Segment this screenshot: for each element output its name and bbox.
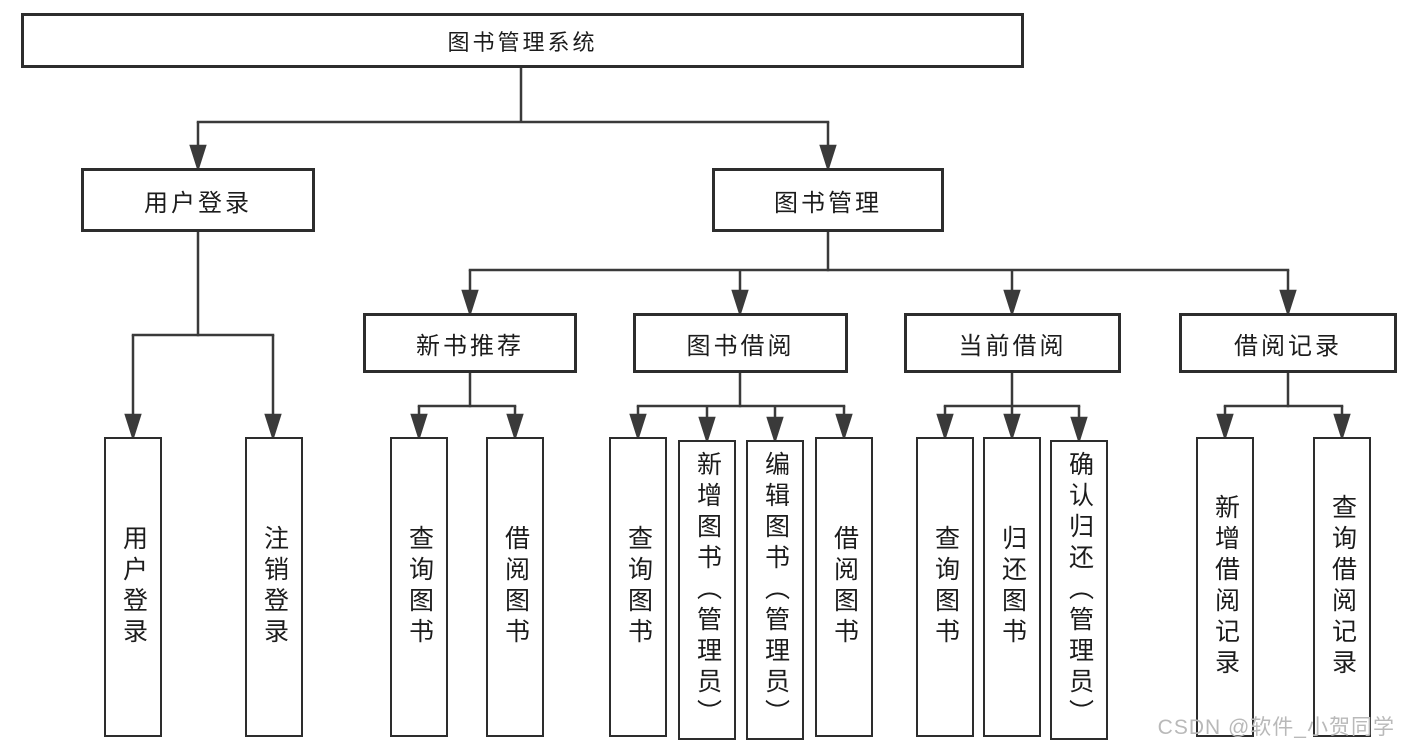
leaf-query-book-current: 查询图书 xyxy=(916,437,974,737)
edges-borrow-record xyxy=(1216,371,1351,442)
leaf-logout: 注销登录 xyxy=(245,437,303,737)
leaf-query-borrow-record: 查询借阅记录 xyxy=(1313,437,1371,737)
node-label: 新书推荐 xyxy=(416,332,524,360)
edges-user-login xyxy=(124,230,282,442)
node-label: 查询图书 xyxy=(405,525,434,649)
node-label: 用户登录 xyxy=(119,525,148,649)
edges-root xyxy=(189,68,837,173)
node-label: 图书借阅 xyxy=(686,332,795,360)
node-current-borrow: 当前借阅 xyxy=(904,313,1121,373)
edges-current-borrow xyxy=(936,371,1088,445)
node-label: 图书管理系统 xyxy=(447,29,598,55)
node-label: 用户登录 xyxy=(144,189,252,217)
node-label: 编辑图书（管理员） xyxy=(761,450,790,730)
node-label: 归还图书 xyxy=(998,525,1027,649)
node-label: 新增图书（管理员） xyxy=(693,450,722,730)
leaf-edit-book-admin: 编辑图书（管理员） xyxy=(746,440,804,740)
leaf-borrow-book-recommend: 借阅图书 xyxy=(486,437,544,737)
leaf-user-login: 用户登录 xyxy=(104,437,162,737)
node-user-login: 用户登录 xyxy=(81,168,315,232)
csdn-watermark: CSDN @软件_小贺同学 xyxy=(1157,716,1395,739)
node-label: 查询图书 xyxy=(624,525,653,649)
node-label: 新增借阅记录 xyxy=(1211,494,1240,680)
node-label: 确认归还（管理员） xyxy=(1065,450,1094,730)
edges-book-management xyxy=(461,230,1297,318)
leaf-borrow-book: 借阅图书 xyxy=(815,437,873,737)
node-label: 借阅记录 xyxy=(1234,332,1342,360)
node-book-borrow: 图书借阅 xyxy=(633,313,848,373)
leaf-confirm-return-admin: 确认归还（管理员） xyxy=(1050,440,1108,740)
node-label: 借阅图书 xyxy=(830,525,859,649)
node-label: 借阅图书 xyxy=(501,525,530,649)
node-book-management: 图书管理 xyxy=(712,168,944,232)
node-new-book-recommend: 新书推荐 xyxy=(363,313,577,373)
node-label: 图书管理 xyxy=(774,189,882,217)
node-label: 查询借阅记录 xyxy=(1328,494,1357,680)
node-library-management-system: 图书管理系统 xyxy=(21,13,1024,68)
leaf-add-book-admin: 新增图书（管理员） xyxy=(678,440,736,740)
leaf-add-borrow-record: 新增借阅记录 xyxy=(1196,437,1254,737)
edges-book-borrow xyxy=(629,371,853,445)
node-borrow-record: 借阅记录 xyxy=(1179,313,1397,373)
leaf-query-book-recommend: 查询图书 xyxy=(390,437,448,737)
node-label: 当前借阅 xyxy=(958,332,1067,360)
node-label: 查询图书 xyxy=(931,525,960,649)
leaf-return-book: 归还图书 xyxy=(983,437,1041,737)
edges-new-book-recommend xyxy=(410,371,524,442)
node-label: 注销登录 xyxy=(260,525,289,649)
leaf-query-book-borrow: 查询图书 xyxy=(609,437,667,737)
